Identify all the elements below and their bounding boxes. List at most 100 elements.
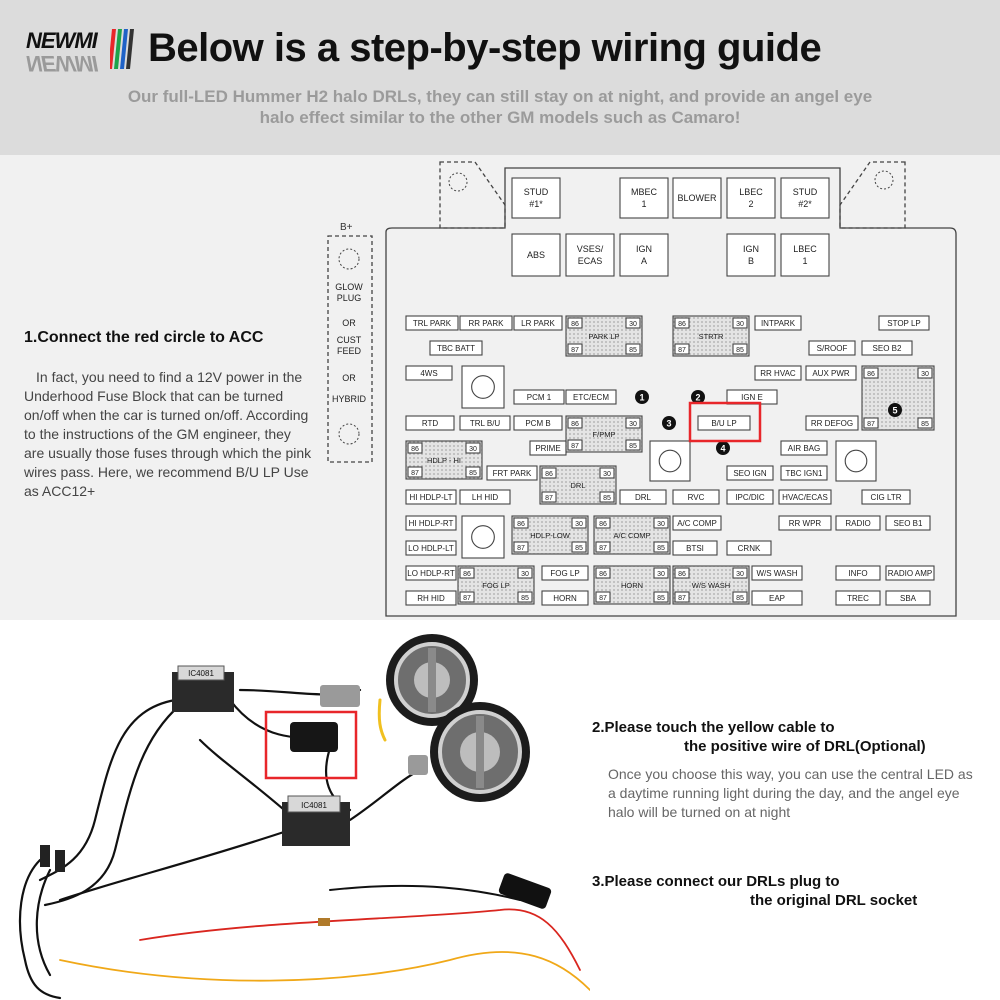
side-label-2-b: FEED: [337, 346, 362, 356]
relay-pin-label-f_pmp-1: 30: [629, 421, 637, 428]
relay-pin-label-rr_defog_blank-1: 30: [921, 371, 929, 378]
maxi-fuse-second-3: [726, 233, 776, 277]
fuse-frt_park: [486, 465, 538, 481]
relay-pin-label-strtr-3: 85: [736, 347, 744, 354]
relay-pin-fog_lp_relay-2: [459, 591, 475, 603]
relay-pin-ac_comp_relay-1: [653, 517, 669, 529]
step3-title-line2: the original DRL socket: [750, 892, 918, 909]
brand-logo: NEWMI NEWMI: [26, 26, 136, 76]
fuse-info: [835, 565, 881, 581]
relay-label-fog_lp_relay: FOG LP: [482, 581, 510, 590]
drl-connector-highlight: [264, 710, 358, 780]
relay-pin-label-rr_defog_blank-0: 86: [867, 371, 875, 378]
relay-pin-rr_defog_blank-3: [917, 417, 933, 429]
fuse-label-eap: EAP: [769, 594, 785, 603]
step3-title: 3.Please connect our DRLs plug to the or…: [592, 872, 917, 910]
maxi-fuse-top-0-label-2: #1*: [529, 199, 543, 209]
fuse-label-sba: SBA: [900, 594, 917, 603]
fuse-label-ws_wash: W/S WASH: [756, 569, 797, 578]
fuse-label-prime: PRIME: [535, 444, 560, 453]
maxi-fuse-second-4: [780, 233, 830, 277]
relay-pin-label-fog_lp_relay-1: 30: [521, 571, 529, 578]
step2-description: Once you choose this way, you can use th…: [608, 766, 973, 820]
fuse-label-rr_hvac: RR HVAC: [760, 369, 796, 378]
fuse-label-4ws: 4WS: [420, 369, 437, 378]
fuse-label-tbc_batt: TBC BATT: [437, 344, 475, 353]
fuse-seo_b1: [885, 515, 931, 531]
fuse-hi_hdlp_lt: [405, 489, 457, 505]
fuse-hi_hdlp_rt: [405, 515, 457, 531]
module-label-1: IC4081: [188, 669, 214, 678]
relay-pin-ac_comp_relay-3: [653, 541, 669, 553]
fuse-etc_ecm: [565, 389, 617, 405]
relay-pin-label-hdlp_low-0: 86: [517, 521, 525, 528]
relay-pin-label-hdlp_hi-2: 87: [411, 470, 419, 477]
side-label-0-a: GLOW: [335, 282, 363, 292]
relay-pin-label-drl_relay-0: 86: [545, 471, 553, 478]
fuse-label-seo_ign: SEO IGN: [733, 469, 767, 478]
relay-pin-label-ac_comp_relay-0: 86: [599, 521, 607, 528]
relay-pin-ws-wash-1: [732, 567, 748, 579]
step1-title: 1.Connect the red circle to ACC: [24, 329, 264, 346]
fuse-rr_defog: [805, 415, 859, 431]
maxi-fuse-second-3-label-1: IGN: [743, 244, 759, 254]
relay-pin-hdlp_low-3: [571, 541, 587, 553]
fuse-label-lr_park: LR PARK: [521, 319, 555, 328]
relay-pin-label-ac_comp_relay-2: 87: [599, 545, 607, 552]
mounting-hole-4-hole: [471, 525, 495, 549]
fuse-label-rtd: RTD: [422, 419, 439, 428]
fuse-label-rvc: RVC: [688, 493, 705, 502]
fuse-label-trec: TREC: [847, 594, 869, 603]
relay-pin-label-fog_lp_relay-2: 87: [463, 595, 471, 602]
maxi-fuse-top-0-label-1: STUD: [524, 187, 549, 197]
fuse-label-trl_bu: TRL B/U: [470, 419, 501, 428]
fuse-label-air_bag: AIR BAG: [788, 444, 820, 453]
right-mount-lug: [839, 161, 906, 229]
bu-lp-highlight: [688, 401, 762, 443]
relay-pin-strtr-2: [674, 343, 690, 355]
relay-pin-park_lp-3: [625, 343, 641, 355]
fuse-block-housing: [385, 167, 957, 617]
maxi-fuse-top-3-label-2: 2: [748, 199, 753, 209]
fuse-label-radio: RADIO: [845, 519, 870, 528]
fuse-label-crnk: CRNK: [738, 544, 761, 553]
fuse-4ws: [405, 365, 453, 381]
marker-3: [662, 416, 676, 430]
fuse-tbc_ign1: [780, 465, 828, 481]
fuse-lh_hid: [459, 489, 511, 505]
side-label-2-a: CUST: [337, 335, 362, 345]
fuse-s_roof: [808, 340, 856, 356]
fuse-lo_hdlp_lt: [405, 540, 457, 556]
fuse-bu_lp: [697, 415, 751, 431]
relay-pin-label-park_lp-3: 85: [629, 347, 637, 354]
relay-pin-label-rr_defog_blank-3: 85: [921, 421, 929, 428]
logo-text: NEWMI: [26, 28, 98, 53]
drl-wiring-harness-photo: IC4081 IC4081: [18, 634, 590, 1000]
fuse-stop_lp: [878, 315, 930, 331]
fuse-label-bu_lp: B/U LP: [711, 419, 736, 428]
fuse-drl: [619, 489, 667, 505]
relay-pin-label-horn_relay-2: 87: [599, 595, 607, 602]
relay-pin-f_pmp-0: [567, 417, 583, 429]
fuse-label-cig_ltr: CIG LTR: [871, 493, 902, 502]
marker-label-1: 1: [639, 393, 644, 403]
fuse-label-stop_lp: STOP LP: [887, 319, 921, 328]
fuse-label-ac_comp: A/C COMP: [677, 519, 717, 528]
fuse-lo_hdlp_rt: [405, 565, 457, 581]
relay-pin-label-ws-wash-0: 86: [678, 571, 686, 578]
relay-pin-label-drl_relay-2: 87: [545, 495, 553, 502]
underhood-fuse-block-diagram: B+ STUD#1*MBEC1BLOWERLBEC2STUD#2*ABSVSES…: [327, 161, 957, 617]
relay-pin-f_pmp-1: [625, 417, 641, 429]
relay-label-park_lp: PARK LP: [588, 332, 619, 341]
fuse-pcm_b: [513, 415, 563, 431]
relay-pin-rr_defog_blank-0: [863, 367, 879, 379]
relay-label-f_pmp: F/PMP: [593, 430, 616, 439]
mounting-hole-3-hole: [844, 449, 868, 473]
relay-label-drl_relay: DRL: [570, 481, 585, 490]
fuse-intpark: [754, 315, 802, 331]
maxi-fuse-top-4: [780, 177, 830, 219]
relay-pin-label-fog_lp_relay-0: 86: [463, 571, 471, 578]
fuse-label-etc_ecm: ETC/ECM: [573, 393, 609, 402]
maxi-fuse-second-0-label: ABS: [527, 250, 545, 260]
relay-pin-park_lp-2: [567, 343, 583, 355]
